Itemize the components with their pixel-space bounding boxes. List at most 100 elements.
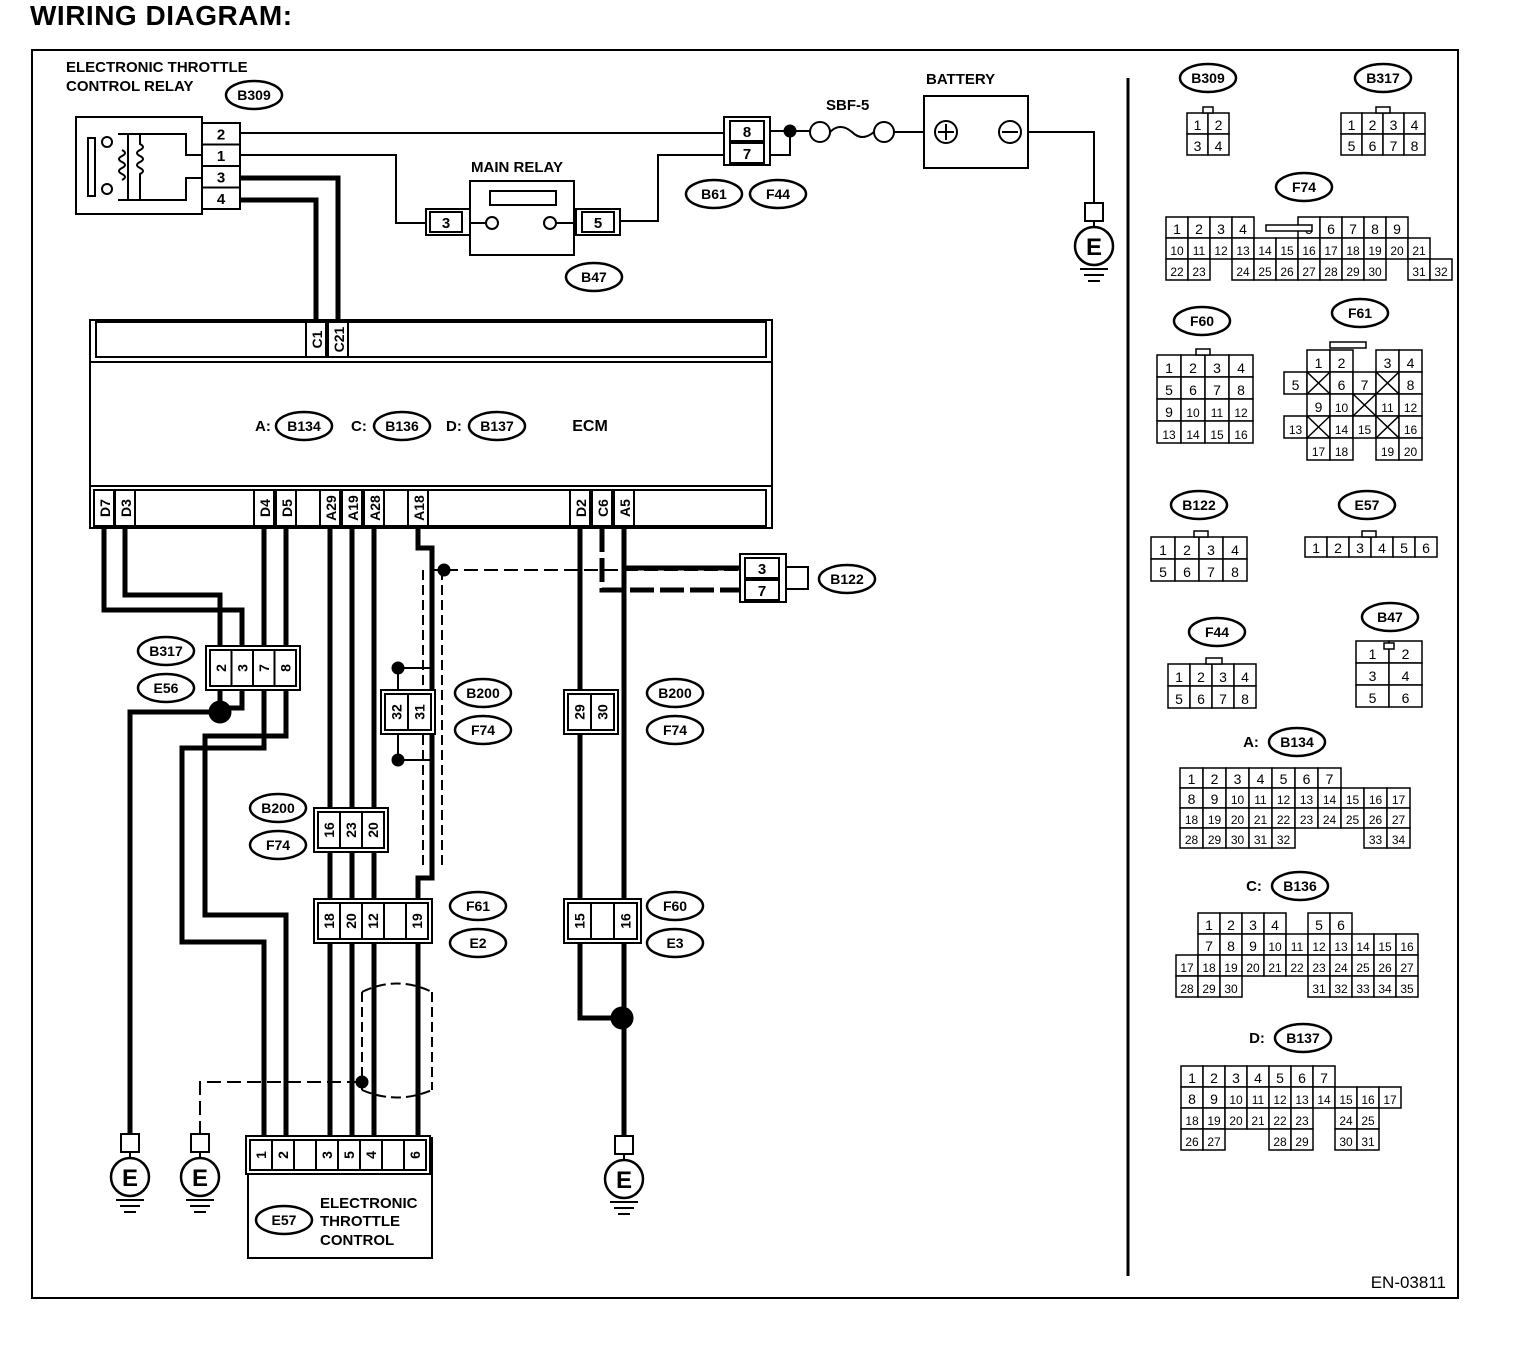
relay-pin-label: 3: [217, 170, 225, 187]
face-pin-label: 26: [1369, 813, 1383, 827]
connector-pin-label: 15: [572, 913, 588, 929]
junction-dot: [391, 753, 405, 767]
face-pin-label: 20: [1229, 1114, 1243, 1128]
connector-pin-label: 8: [277, 664, 293, 672]
face-pin-label: 6: [1327, 221, 1335, 237]
face-pin-label: 11: [1252, 1093, 1265, 1107]
fuse-label: SBF-5: [826, 97, 869, 114]
face-prefix: A:: [1243, 734, 1259, 751]
face-pin-label: 8: [1237, 382, 1245, 398]
connector-face-f74: F741234567891011121314151617181920212223…: [1165, 171, 1453, 281]
connector-pin-label: 3: [319, 1151, 335, 1159]
fuse-element: [829, 126, 875, 138]
connector-pin-label: 5: [341, 1151, 357, 1159]
ecm-pin-label: A18: [411, 495, 427, 521]
face-pin-label: 15: [1358, 423, 1372, 437]
face-pin-label: 4: [1257, 771, 1265, 787]
face-pin-label: 1: [1205, 917, 1213, 933]
face-pin-label: 31: [1361, 1135, 1375, 1149]
face-pin-label: 13: [1334, 940, 1348, 954]
ecm-prefix-d: D:: [446, 418, 462, 435]
diagram-id: EN-03811: [1371, 1273, 1446, 1292]
tag-e3: E3: [645, 927, 705, 959]
connector-tag-label: F60: [663, 898, 687, 914]
face-pin-label: 16: [1369, 793, 1383, 807]
face-pin-label: 3: [1234, 771, 1242, 787]
face-pin-label: 2: [1210, 1070, 1218, 1086]
ecm-pin-label: D5: [279, 499, 295, 517]
connector-pin-label: 7: [743, 146, 751, 163]
face-pin-label: 17: [1392, 793, 1406, 807]
face-pin-label: 28: [1185, 833, 1199, 847]
connector-b61-pin: 7: [729, 142, 765, 164]
face-pin-label: 26: [1280, 265, 1294, 279]
connector-pin-label: 7: [758, 583, 766, 600]
face-pin-label: 13: [1300, 793, 1314, 807]
ground-symbol: E: [1073, 202, 1115, 282]
face-pin-label: 2: [1334, 540, 1342, 556]
face-pin-label: 31: [1254, 833, 1268, 847]
face-pin-label: 13: [1236, 244, 1250, 258]
face-pin-label: 3: [1219, 669, 1227, 685]
face-pin-label: 30: [1231, 833, 1245, 847]
tag-f74: F74: [453, 714, 513, 746]
face-pin-label: 7: [1320, 1070, 1328, 1086]
connector-pin-label: 32: [389, 704, 405, 720]
junction-dot: [391, 661, 405, 675]
ground-symbol: E: [603, 1135, 645, 1215]
fuse-terminal: [873, 121, 895, 143]
tag-b134: B134: [274, 410, 334, 442]
connector-tag-label: B61: [701, 186, 727, 202]
relay-contact: [101, 136, 113, 148]
face-pin-label: 5: [1315, 917, 1323, 933]
face-pin-label: 31: [1412, 265, 1426, 279]
face-pin-label: 21: [1412, 244, 1426, 258]
face-pin-label: 3: [1390, 117, 1398, 133]
face-pin-label: 7: [1219, 691, 1227, 707]
connector-pin-label: 3: [758, 561, 766, 578]
face-pin-label: 2: [1369, 117, 1377, 133]
connector-pin-label: 20: [365, 822, 381, 838]
face-pin-label: 23: [1300, 813, 1314, 827]
face-pin-label: 21: [1254, 813, 1268, 827]
face-tag-label: F61: [1348, 305, 1372, 321]
face-pin-label: 4: [1407, 355, 1415, 371]
face-pin-label: 2: [1195, 221, 1203, 237]
tag-b136: B136: [372, 410, 432, 442]
relay-name-line1: ELECTRONIC THROTTLE: [66, 59, 248, 76]
fuse-terminal: [809, 121, 831, 143]
main-relay: MAIN RELAY: [469, 159, 575, 256]
face-pin-label: 6: [1303, 771, 1311, 787]
face-pin-label: 1: [1188, 771, 1196, 787]
face-pin-label: 14: [1317, 1093, 1331, 1107]
tag-f44: F44: [748, 178, 808, 210]
face-pin-label: 32: [1334, 982, 1348, 996]
connector-tag-label: E3: [666, 935, 683, 951]
face-pin-label: 17: [1383, 1093, 1397, 1107]
connector-tag-label: F74: [471, 722, 495, 738]
wire-relay-1-main-relay: [240, 154, 428, 224]
face-pin-label: 10: [1170, 244, 1184, 258]
ecm-pin: C1: [305, 321, 327, 358]
face-pin-label: 14: [1335, 423, 1349, 437]
ecm-label: ECM: [572, 418, 608, 435]
face-pin-label: 16: [1400, 940, 1414, 954]
face-pin-label: 3: [1213, 360, 1221, 376]
face-pin-label: 20: [1231, 813, 1245, 827]
face-pin-label: 10: [1229, 1093, 1243, 1107]
face-pin-label: 21: [1268, 961, 1282, 975]
face-tag-label: F44: [1205, 624, 1229, 640]
face-pin-label: 1: [1312, 540, 1320, 556]
face-tag-label: B137: [1286, 1030, 1320, 1046]
face-pin-label: 9: [1165, 404, 1173, 420]
face-pin-label: 28: [1180, 982, 1194, 996]
face-tag-label: B122: [1182, 497, 1216, 513]
connector-pin-label: 12: [365, 913, 381, 929]
connector-tag-label: E57: [272, 1212, 297, 1228]
face-pin-label: 15: [1346, 793, 1360, 807]
face-pin-label: 16: [1302, 244, 1316, 258]
